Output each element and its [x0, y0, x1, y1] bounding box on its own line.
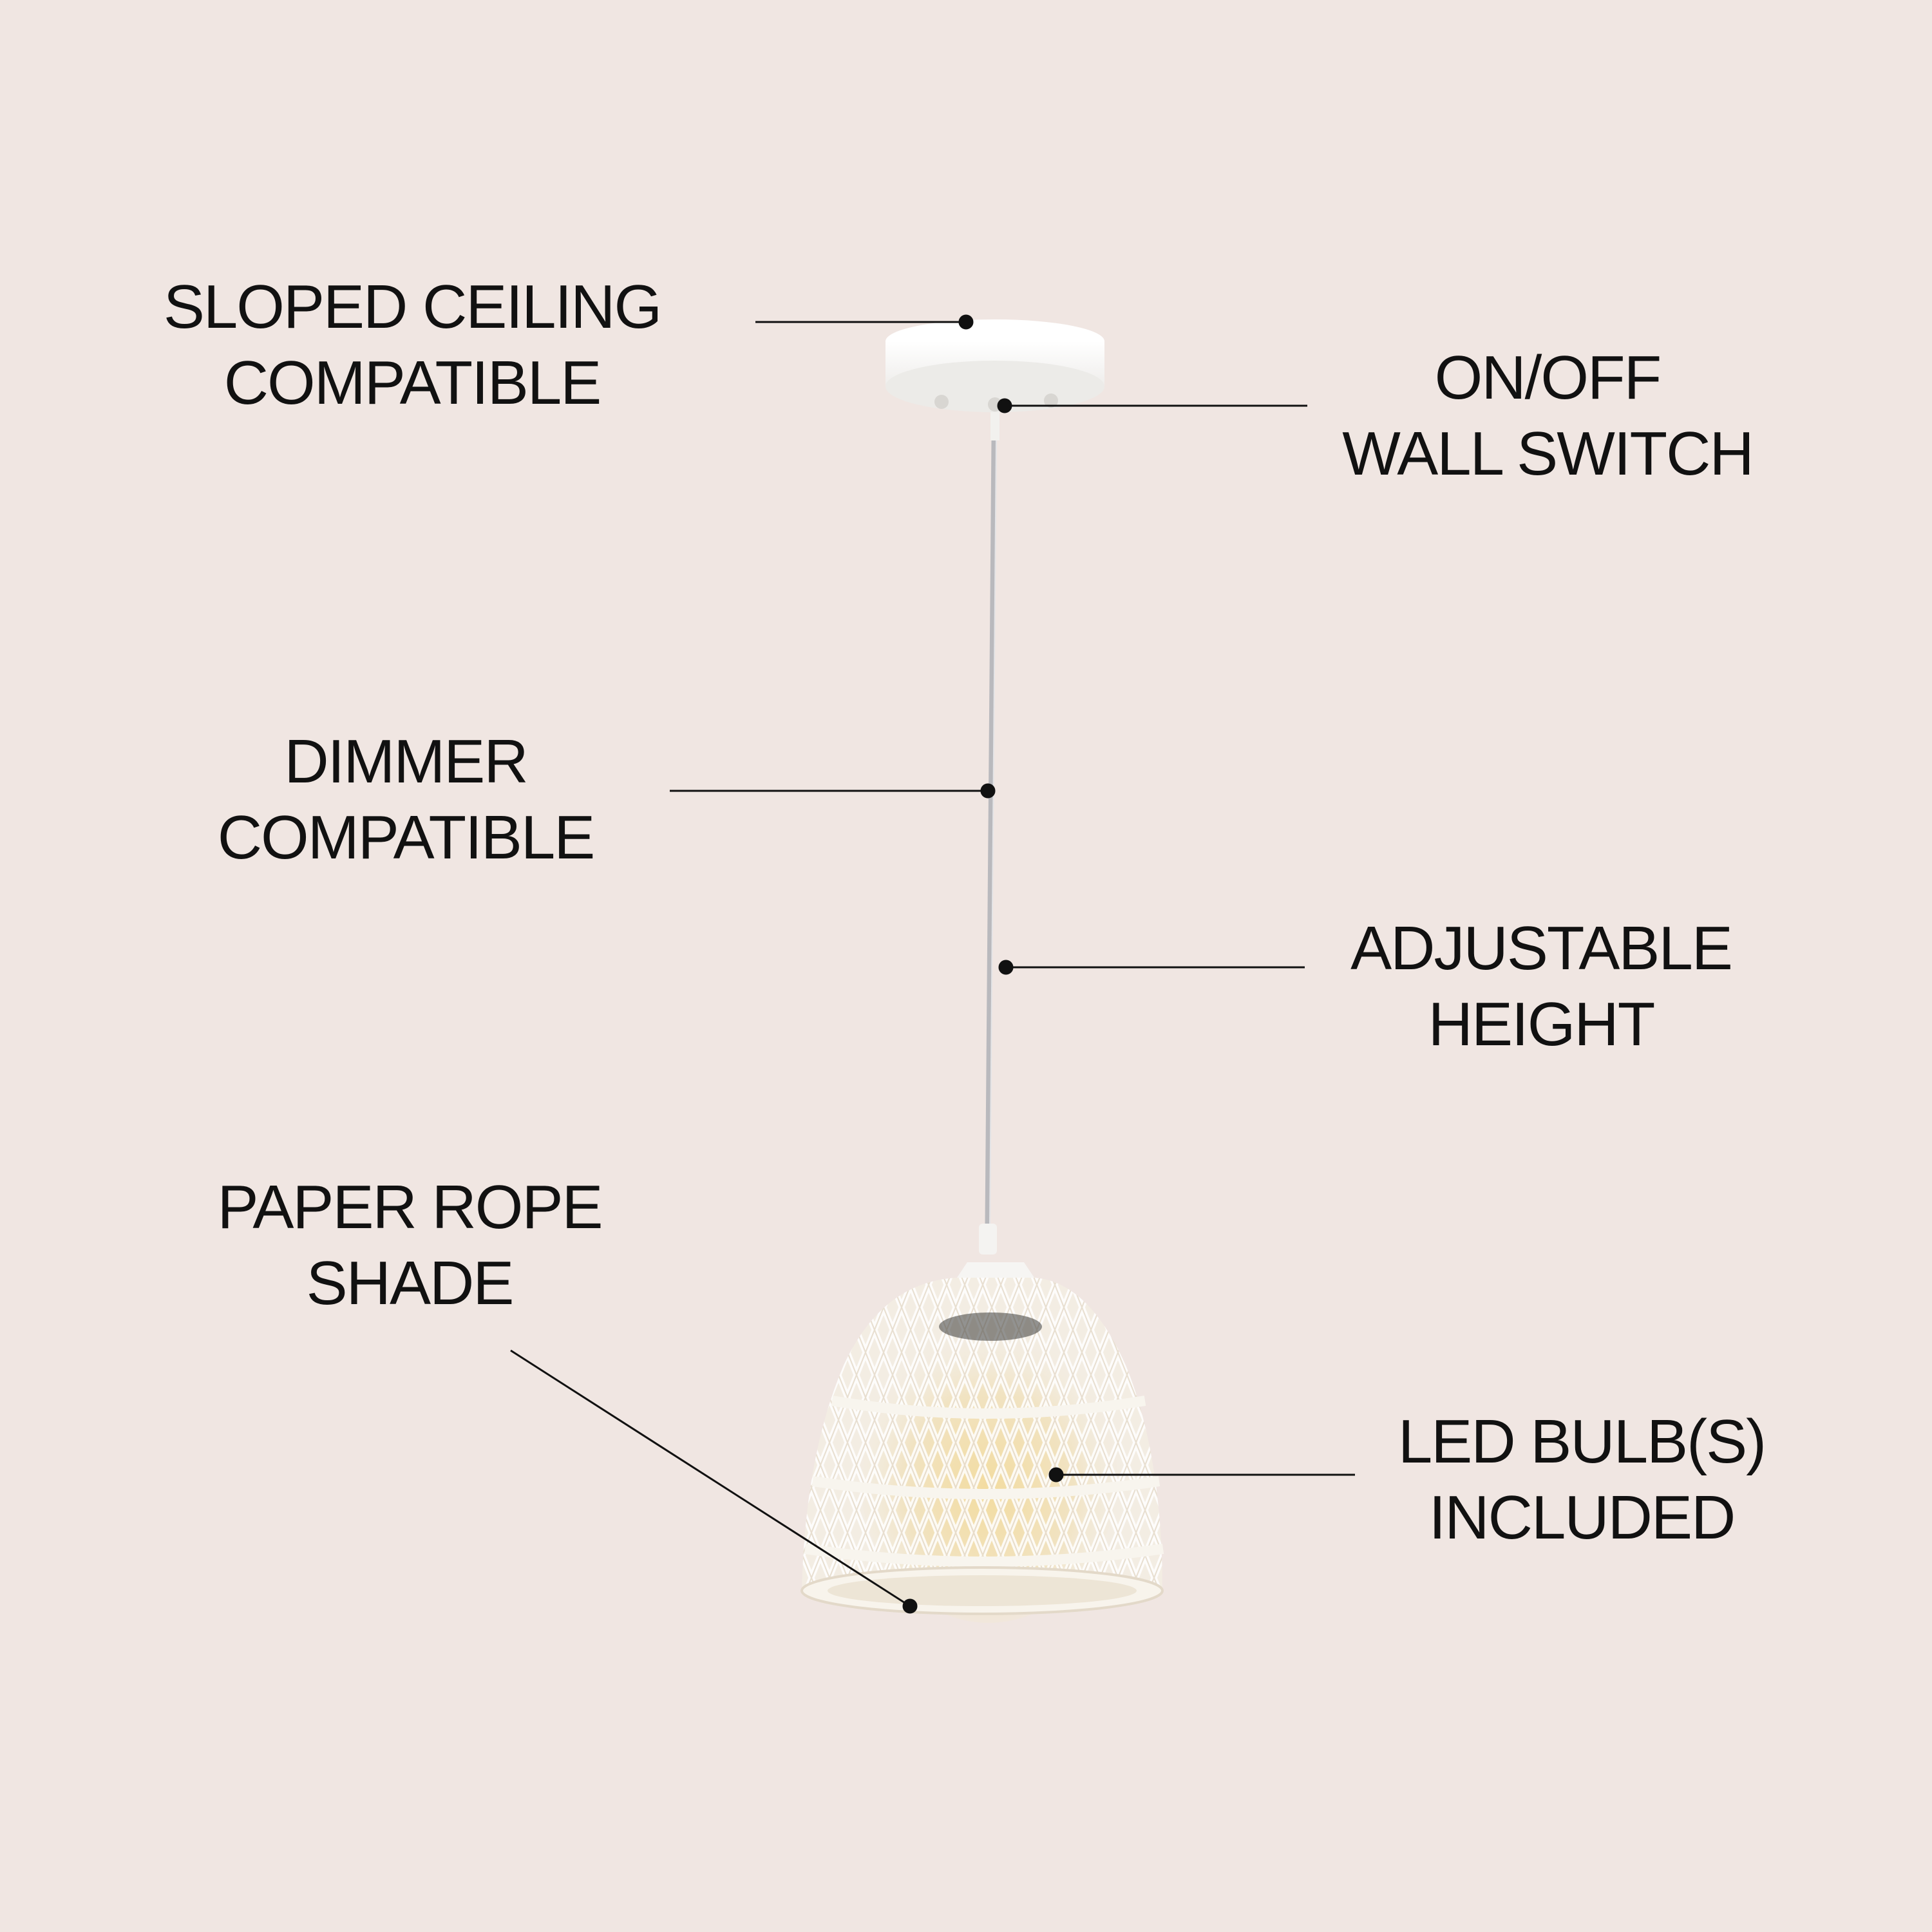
power-cord: [979, 440, 997, 1255]
callout-sloped-ceiling-line2: COMPATIBLE: [223, 348, 602, 417]
callout-on-off-switch: ON/OFF WALL SWITCH: [1342, 340, 1754, 492]
callout-adjustable-line1: ADJUSTABLE: [1350, 914, 1733, 983]
callout-led-line2: INCLUDED: [1428, 1483, 1736, 1552]
leader-dot-paper-rope: [902, 1598, 918, 1614]
rope-shade: [800, 1262, 1164, 1623]
leader-paper-rope: [510, 1349, 911, 1607]
ceiling-canopy: [886, 319, 1104, 440]
callout-paper-rope-line2: SHADE: [306, 1249, 515, 1318]
callout-led-line1: LED BULB(S): [1397, 1407, 1766, 1476]
leader-lines: [510, 314, 1355, 1614]
callout-on-off-line1: ON/OFF: [1434, 343, 1662, 412]
callout-sloped-ceiling: SLOPED CEILING COMPATIBLE: [163, 269, 662, 421]
leader-dot-sloped-ceiling: [958, 314, 974, 330]
callout-paper-rope-line1: PAPER ROPE: [217, 1173, 603, 1242]
callout-dimmer: DIMMER COMPATIBLE: [217, 724, 596, 876]
callout-adjustable-line2: HEIGHT: [1428, 990, 1656, 1059]
leader-dot-led: [1048, 1467, 1064, 1482]
callout-adjustable-height: ADJUSTABLE HEIGHT: [1350, 911, 1733, 1063]
leader-dot-on-off: [997, 398, 1012, 413]
callout-dimmer-line1: DIMMER: [284, 727, 528, 796]
callout-sloped-ceiling-line1: SLOPED CEILING: [163, 272, 662, 341]
leader-dot-dimmer: [980, 783, 996, 799]
callout-paper-rope-shade: PAPER ROPE SHADE: [217, 1170, 603, 1321]
callout-on-off-line2: WALL SWITCH: [1342, 419, 1754, 488]
leader-dot-adjustable: [998, 960, 1014, 975]
callout-led-bulbs: LED BULB(S) INCLUDED: [1397, 1404, 1766, 1556]
callout-dimmer-line2: COMPATIBLE: [217, 803, 596, 872]
